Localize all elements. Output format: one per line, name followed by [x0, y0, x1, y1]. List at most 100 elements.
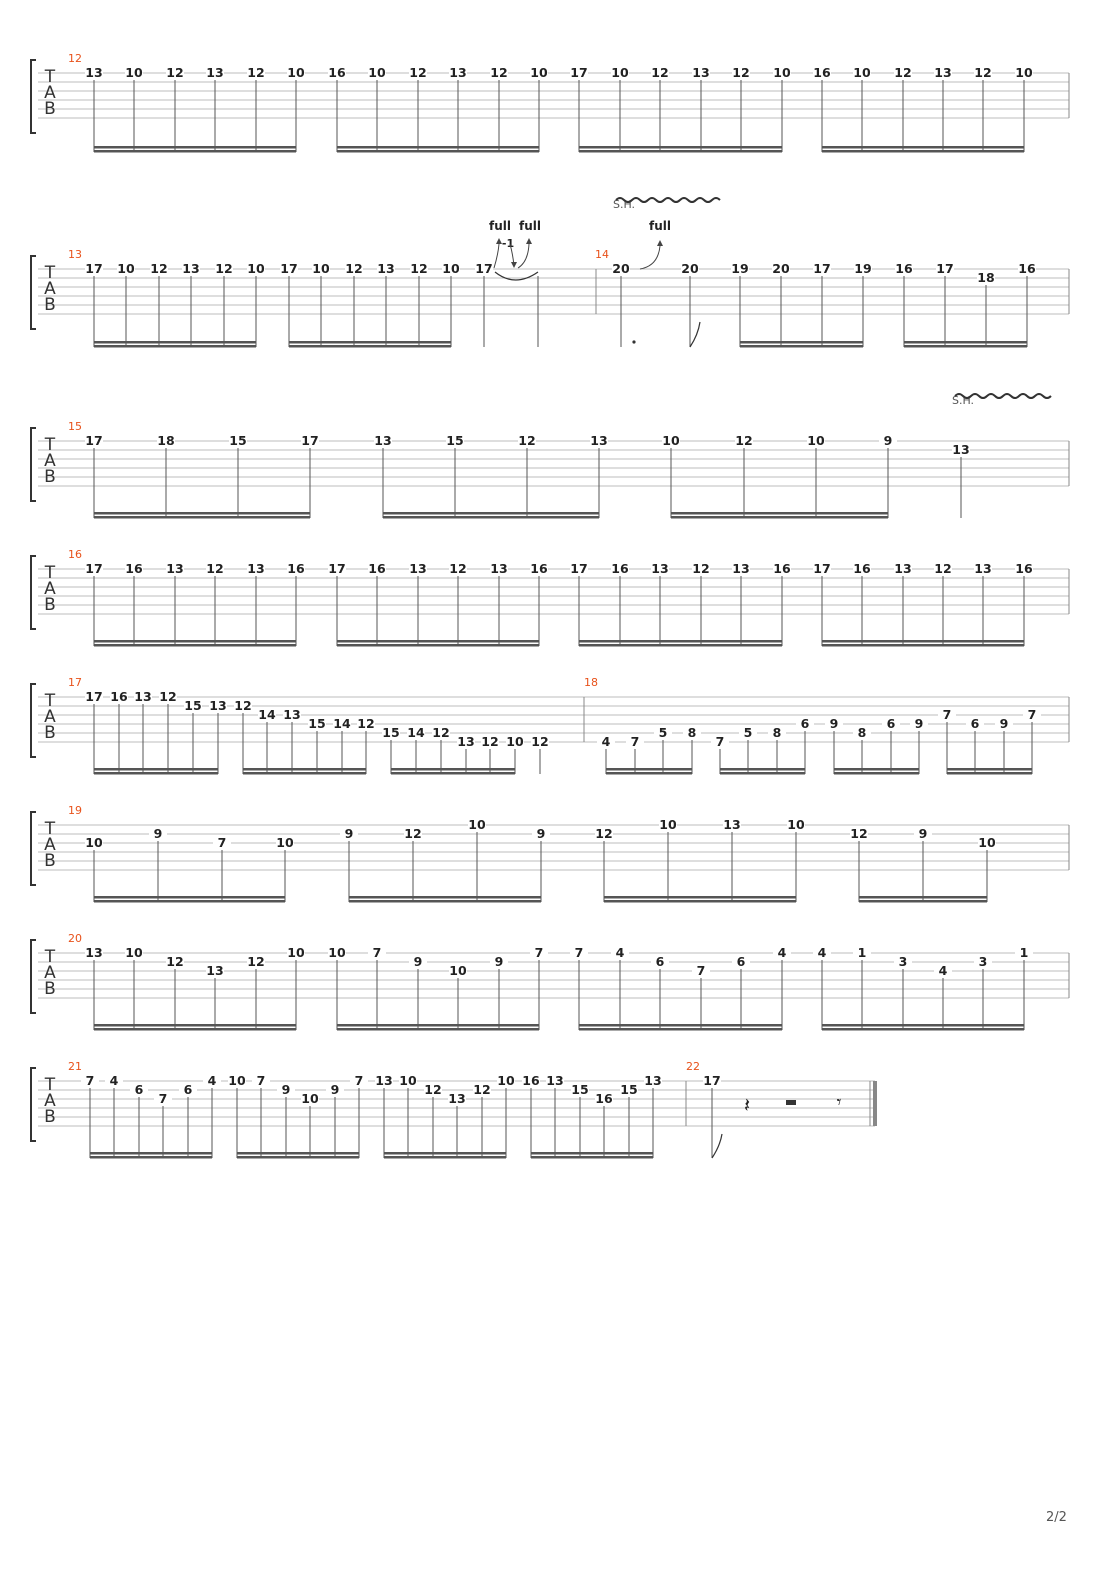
bar-number: 12: [68, 52, 82, 65]
fret-mask: [280, 263, 298, 275]
beam: [947, 772, 1032, 775]
tab-clef-letter: T: [44, 563, 56, 583]
fret-number: 7: [373, 945, 382, 960]
fret-mask: [490, 67, 508, 79]
fret-mask: [732, 67, 750, 79]
fret-number: 10: [117, 261, 135, 276]
fret-number: 17: [85, 689, 102, 704]
fret-mask: [1015, 67, 1033, 79]
fret-mask: [703, 1075, 721, 1087]
fret-mask: [490, 563, 508, 575]
fret-number: 13: [894, 561, 911, 576]
fret-number: 15: [229, 433, 246, 448]
fret-number: 7: [943, 707, 952, 722]
fret-number: 12: [234, 698, 251, 713]
fret-number: 9: [414, 954, 423, 969]
fret-mask: [723, 819, 741, 831]
fret-number: 9: [537, 826, 546, 841]
fret-mask: [612, 263, 630, 275]
fret-number: 10: [328, 945, 346, 960]
beam: [289, 341, 451, 344]
fret-number: 19: [731, 261, 748, 276]
fret-number: 10: [287, 65, 305, 80]
dot: [632, 340, 636, 344]
fret-number: 17: [570, 65, 587, 80]
system-bracket: [30, 555, 36, 630]
fret-mask: [409, 956, 427, 968]
fret-mask: [301, 435, 319, 447]
tab-clef-letter: B: [44, 851, 56, 871]
fret-number: 5: [659, 725, 668, 740]
fret-number: 17: [85, 261, 102, 276]
fret-number: 16: [853, 561, 871, 576]
page-number: 2/2: [1046, 1510, 1067, 1525]
fret-mask: [333, 718, 351, 730]
fret-mask: [739, 727, 757, 739]
fret-number: 20: [772, 261, 790, 276]
quarter-rest: 𝄽: [744, 1093, 750, 1117]
beam: [237, 1152, 359, 1155]
fret-mask: [825, 718, 843, 730]
fret-number: 10: [301, 1091, 319, 1106]
beam: [94, 644, 296, 647]
fret-mask: [213, 837, 231, 849]
fret-number: 17: [570, 561, 587, 576]
tab-clef-letter: A: [44, 963, 56, 983]
fret-mask: [651, 563, 669, 575]
tie: [494, 271, 539, 281]
beam: [579, 146, 782, 149]
fret-mask: [184, 700, 202, 712]
beam: [604, 896, 796, 899]
fret-number: 10: [312, 261, 330, 276]
beam: [243, 772, 366, 775]
fret-mask: [894, 956, 912, 968]
fret-number: 12: [974, 65, 991, 80]
fret-mask: [570, 563, 588, 575]
fret-mask: [308, 718, 326, 730]
fret-number: 6: [971, 716, 980, 731]
beam: [740, 341, 863, 344]
fret-mask: [234, 700, 252, 712]
beam: [349, 896, 541, 899]
fret-mask: [894, 67, 912, 79]
fret-number: 13: [692, 65, 709, 80]
beam: [337, 1024, 539, 1027]
fret-number: 4: [939, 963, 948, 978]
fret-mask: [424, 1084, 442, 1096]
fret-mask: [449, 563, 467, 575]
beam: [834, 772, 919, 775]
beam: [579, 150, 782, 153]
fret-mask: [611, 947, 629, 959]
fret-number: 16: [895, 261, 913, 276]
fret-mask: [853, 67, 871, 79]
fret-number: 16: [611, 561, 629, 576]
fret-number: 10: [807, 433, 825, 448]
fret-mask: [228, 1075, 246, 1087]
beam: [671, 512, 888, 515]
fret-number: 13: [590, 433, 607, 448]
fret-number: 13: [723, 817, 740, 832]
beam: [337, 150, 539, 153]
fret-mask: [546, 1075, 564, 1087]
fret-mask: [206, 563, 224, 575]
fret-mask: [85, 837, 103, 849]
fret-mask: [662, 435, 680, 447]
fret-number: 12: [473, 1082, 490, 1097]
fret-number: 16: [813, 65, 831, 80]
bar-number: 14: [595, 248, 609, 261]
fret-number: 12: [481, 734, 498, 749]
fret-number: 17: [301, 433, 318, 448]
fret-number: 12: [850, 826, 867, 841]
fret-number: 10: [85, 835, 103, 850]
fret-mask: [409, 563, 427, 575]
fret-mask: [807, 435, 825, 447]
fret-number: 1: [858, 945, 867, 960]
fret-number: 16: [1018, 261, 1036, 276]
fret-number: 10: [276, 835, 294, 850]
beam: [720, 772, 805, 775]
vibrato-line: [954, 393, 1052, 399]
fret-mask: [1023, 709, 1041, 721]
fret-mask: [735, 435, 753, 447]
fret-number: 17: [936, 261, 953, 276]
